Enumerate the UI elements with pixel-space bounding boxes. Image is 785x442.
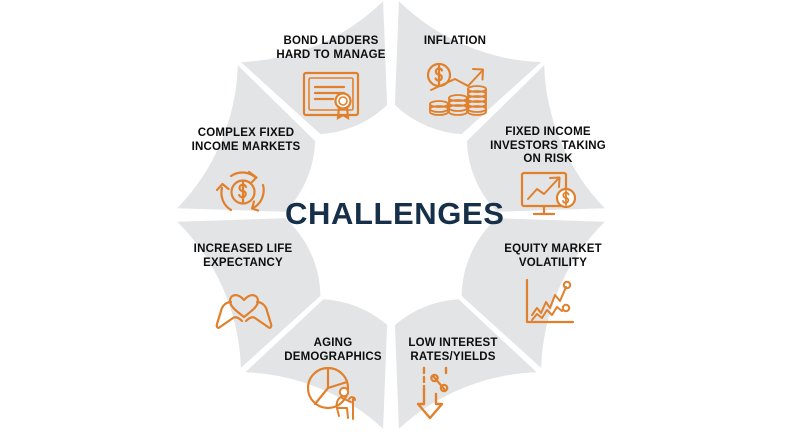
segment-complex-fixed-income-markets[interactable] xyxy=(177,65,316,212)
segment-increased-life-expectancy[interactable] xyxy=(177,218,321,368)
segment-fixed-income-investors-taking-on-risk[interactable] xyxy=(466,65,605,212)
center-title: CHALLENGES xyxy=(285,196,505,231)
